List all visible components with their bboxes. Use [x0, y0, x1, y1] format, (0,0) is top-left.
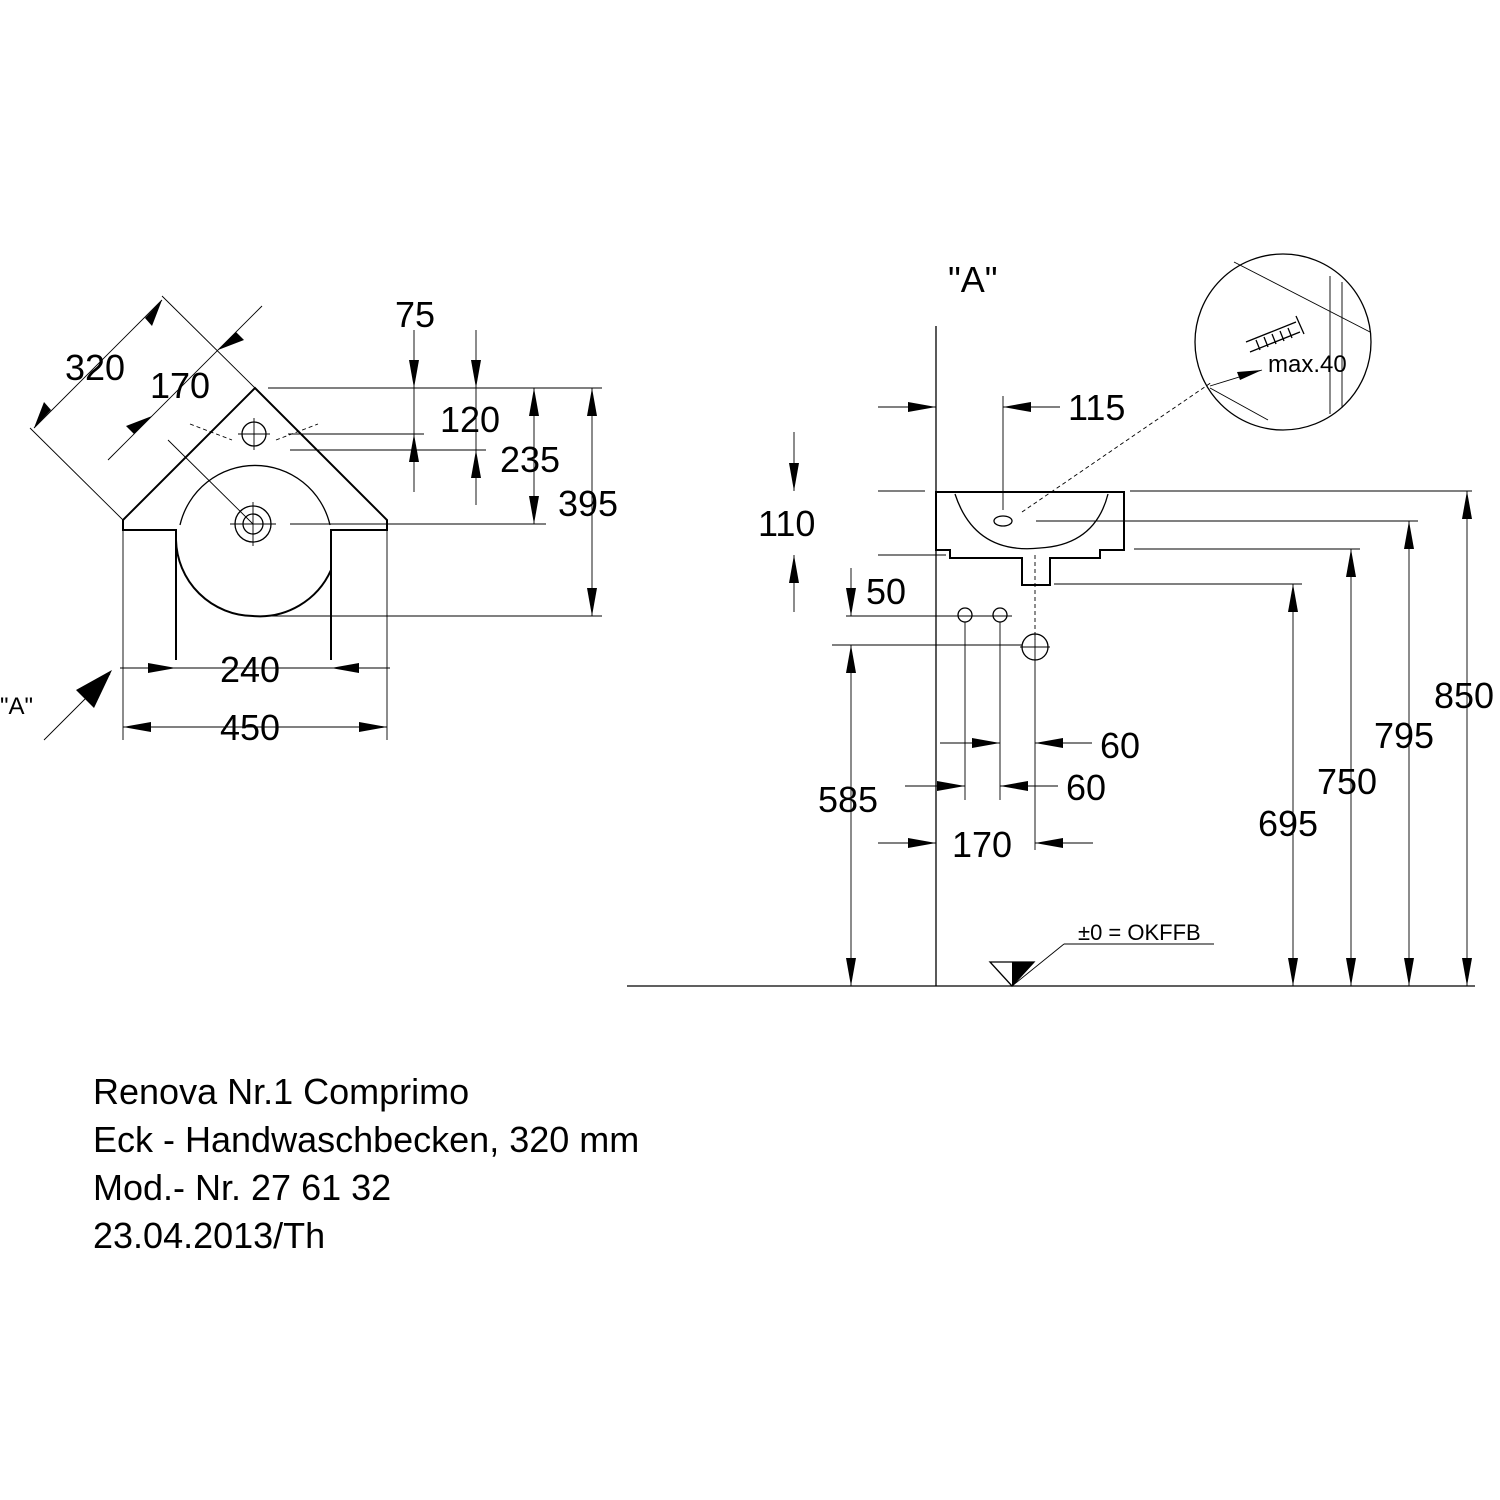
- arrow: [1404, 958, 1414, 986]
- arrow: [359, 722, 387, 732]
- arrow: [1288, 584, 1298, 612]
- arrow: [937, 781, 965, 791]
- title-block: Renova Nr.1 Comprimo Eck - Handwaschbeck…: [93, 1068, 639, 1260]
- arrow: [1288, 958, 1298, 986]
- arrow: [1404, 521, 1414, 549]
- floor-ref-leader: [1011, 943, 1065, 987]
- arrow: [409, 434, 419, 462]
- dim-label-170s: 170: [952, 824, 1012, 865]
- detail-leader: [1021, 381, 1213, 513]
- arrow: [1462, 491, 1472, 519]
- bowl-circle: [179, 464, 331, 526]
- arrow: [1237, 370, 1262, 380]
- detail-hatch-1: [1233, 261, 1371, 333]
- screw-icon: [1245, 315, 1305, 353]
- arrow: [846, 588, 856, 616]
- plan-centre-diag-left: [189, 423, 233, 441]
- arrow: [1000, 781, 1028, 791]
- dim-label-170: 170: [150, 365, 210, 406]
- dim-label-240: 240: [220, 649, 280, 690]
- arrow: [218, 332, 244, 350]
- dim-label-450: 450: [220, 707, 280, 748]
- arrow: [471, 450, 481, 478]
- arrow: [471, 360, 481, 388]
- arrow: [409, 360, 419, 388]
- arrow: [123, 722, 151, 732]
- plan-centre-diag-right: [275, 423, 319, 441]
- title-date: 23.04.2013/Th: [93, 1215, 326, 1256]
- view-marker-a: "A": [0, 693, 33, 720]
- arrow: [1035, 838, 1063, 848]
- dim-label-235: 235: [500, 439, 560, 480]
- arrow: [587, 388, 597, 416]
- dim-label-795: 795: [1374, 715, 1434, 756]
- arrow: [145, 300, 162, 326]
- side-view-label: "A": [948, 259, 998, 300]
- plan-view: 320 170 75 120 235 395 240 450 "A": [0, 294, 618, 748]
- dim-320-ext-a: [29, 427, 124, 521]
- arrow: [1003, 402, 1031, 412]
- basin-bowl-curve: [954, 493, 1109, 550]
- dim-170-ext: [167, 439, 254, 525]
- arrow: [331, 663, 359, 673]
- dim-label-395: 395: [558, 483, 618, 524]
- dim-320-line: [33, 299, 163, 429]
- arrow: [789, 463, 799, 491]
- supply-hole-left: [957, 607, 973, 623]
- dim-label-50: 50: [866, 571, 906, 612]
- arrow: [587, 588, 597, 616]
- detail-hatch-2: [1209, 387, 1269, 421]
- dim-170-line: [107, 305, 263, 461]
- side-view: "A" max.40 115 110 50 60 60 170 585 695 …: [627, 253, 1494, 987]
- arrow: [908, 838, 936, 848]
- dim-label-60a: 60: [1100, 725, 1140, 766]
- arrow: [34, 402, 51, 428]
- floor-ref-label: ±0 = OKFFB: [1078, 920, 1201, 945]
- arrow: [846, 645, 856, 673]
- title-model-number: Mod.- Nr. 27 61 32: [93, 1167, 392, 1208]
- basin-side-outline: [935, 491, 1125, 586]
- arrow: [148, 663, 176, 673]
- basin-plan-outline: [122, 386, 388, 618]
- detail-max-label: max.40: [1268, 351, 1347, 378]
- dim-label-850: 850: [1434, 675, 1494, 716]
- arrow: [1462, 958, 1472, 986]
- view-a-arrow-head: [76, 670, 112, 708]
- arrow: [789, 555, 799, 583]
- arrow: [1346, 958, 1356, 986]
- dim-label-110: 110: [758, 503, 815, 544]
- detail-circle: [1194, 253, 1372, 431]
- title-product: Renova Nr.1 Comprimo: [93, 1071, 470, 1112]
- arrow: [846, 958, 856, 986]
- dim-label-695: 695: [1258, 803, 1318, 844]
- dim-320-ext-b: [161, 295, 256, 389]
- arrow: [908, 402, 936, 412]
- arrow: [126, 416, 152, 434]
- floor-ref-marker-fill: [1012, 962, 1034, 986]
- supply-hole-right: [992, 607, 1008, 623]
- tap-hole-side: [993, 515, 1013, 527]
- arrow: [529, 388, 539, 416]
- dim-label-60b: 60: [1066, 767, 1106, 808]
- arrow: [1035, 738, 1063, 748]
- title-description: Eck - Handwaschbecken, 320 mm: [93, 1119, 640, 1160]
- arrow: [529, 496, 539, 524]
- dim-label-75: 75: [395, 294, 435, 335]
- dim-label-320: 320: [65, 347, 125, 388]
- arrow: [972, 738, 1000, 748]
- dim-label-585: 585: [818, 779, 878, 820]
- dim-label-750: 750: [1317, 761, 1377, 802]
- arrow: [1346, 549, 1356, 577]
- dim-label-120: 120: [440, 399, 500, 440]
- dim-label-115: 115: [1068, 387, 1125, 428]
